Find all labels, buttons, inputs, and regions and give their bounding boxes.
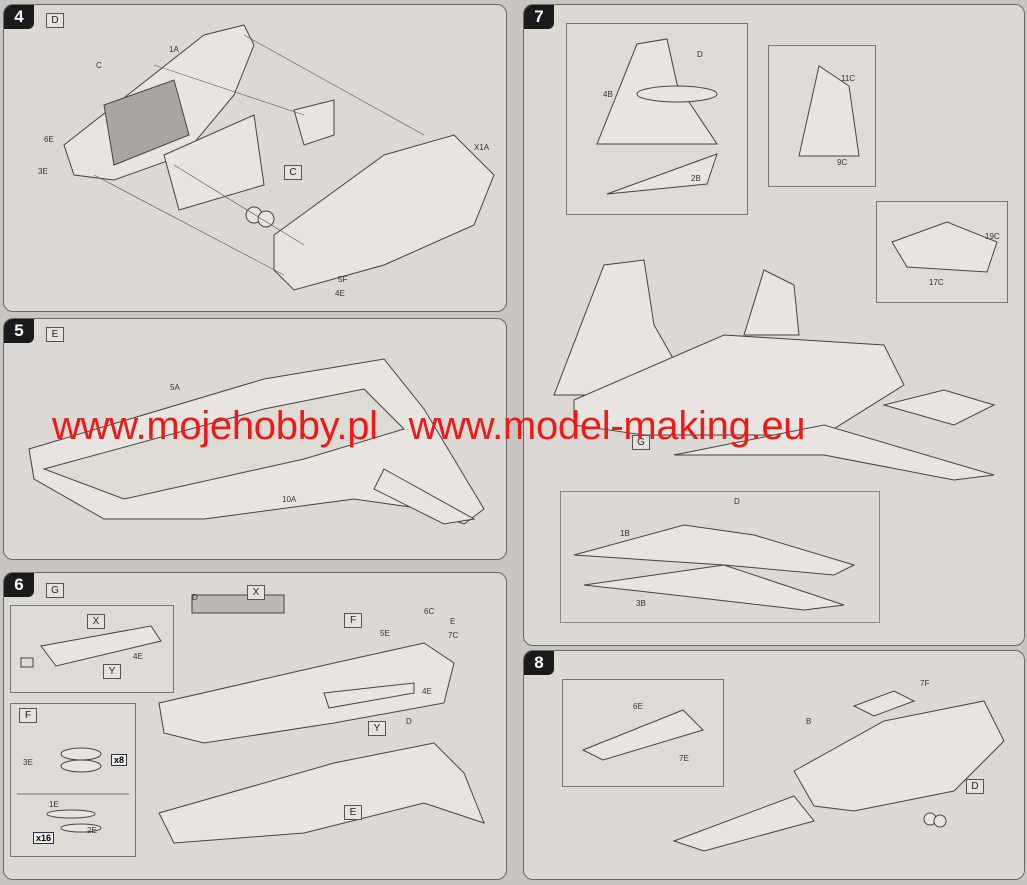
label-d-step8: D [966, 779, 984, 794]
label-7f: 7F [920, 679, 930, 688]
label-x-main: X [247, 585, 265, 600]
step-8-number: 8 [524, 651, 554, 675]
label-3b: 3B [636, 599, 646, 608]
inset-label-f: F [19, 708, 37, 723]
step-7-drawing [553, 259, 996, 611]
watermark-left: www.mojehobby.pl [52, 404, 378, 448]
label-b: B [806, 717, 812, 726]
label-e-marker: E [450, 617, 456, 626]
inset-left-wing: D 4B 2B [566, 23, 748, 215]
label-3e: 3E [38, 167, 48, 176]
label-4e-door: 4E [422, 687, 432, 696]
label-4b: 4B [603, 90, 613, 99]
step-7-panel: 7 D 4B 2B 11C 9C 19C 17C G D 1B 3B [523, 4, 1025, 646]
step-6-number: 6 [4, 573, 34, 597]
step-6-subassembly: G [46, 583, 64, 598]
label-4e: 4E [335, 289, 345, 298]
inset-weapons: F 3E x8 1E 2E x16 [10, 703, 136, 857]
label-6e-nose: 6E [633, 702, 643, 711]
inset-label-3e: 3E [23, 758, 33, 767]
label-c: C [96, 61, 102, 70]
inset-label-2e: 2E [87, 826, 97, 835]
inset-nose-cone: 6E 7E [562, 679, 724, 787]
label-7e-nose: 7E [679, 754, 689, 763]
label-5e: 5E [380, 629, 390, 638]
label-x1a: X1A [474, 143, 490, 152]
label-19c: 19C [985, 232, 1000, 241]
step-7-number: 7 [524, 5, 554, 29]
step-6-drawing [158, 594, 485, 844]
step-8-drawing [672, 690, 1005, 852]
step-4-subassembly: D [46, 13, 64, 28]
inset-bay-doors: X Y 4E [10, 605, 174, 693]
inset-fin: 11C 9C [768, 45, 876, 187]
step-5-number: 5 [4, 319, 34, 343]
inset-label-y: Y [103, 664, 121, 679]
step-8-panel: 8 6E 7E 7F B D [523, 650, 1025, 880]
label-6c: 6C [424, 607, 435, 616]
inset-label-4e: 4E [133, 652, 143, 661]
label-d-wing: D [697, 50, 703, 59]
inset-tailplane: 19C 17C [876, 201, 1008, 303]
step-5-subassembly: E [46, 327, 64, 342]
label-f-main: F [344, 613, 362, 628]
label-17c: 17C [929, 278, 944, 287]
step-6-panel: 6 G X Y 4E F 3E x8 1E 2E x16 X F 5E 6C E… [3, 572, 507, 880]
label-d: D [192, 593, 198, 602]
callout-c: C [284, 165, 302, 180]
qty-x16: x16 [33, 832, 55, 844]
label-y-main: Y [368, 721, 386, 736]
step-4-drawing [63, 24, 495, 291]
label-d-door: D [406, 717, 412, 726]
watermark: www.mojehobby.pl www.model-making.eu [52, 404, 1012, 449]
label-e-main: E [344, 805, 362, 820]
label-10a: 10A [282, 495, 297, 504]
label-6e: 6E [44, 135, 54, 144]
step-4-number: 4 [4, 5, 34, 29]
inset-lower-wing [560, 491, 880, 623]
label-g: G [632, 435, 650, 450]
label-2b: 2B [691, 174, 701, 183]
inset-label-1e: 1E [49, 800, 59, 809]
step-4-panel: 4 D 1A C 6E 3E C X1A 5F 4E [3, 4, 507, 312]
watermark-right: www.model-making.eu [408, 404, 806, 448]
label-5a: 5A [170, 383, 180, 392]
label-1b: 1B [620, 529, 630, 538]
label-d-lower: D [734, 497, 740, 506]
label-9c: 9C [837, 158, 848, 167]
qty-x8: x8 [111, 754, 128, 766]
inset-label-x: X [87, 614, 105, 629]
label-5f: 5F [338, 275, 348, 284]
step-5-drawing [28, 358, 485, 525]
label-11c: 11C [841, 74, 856, 83]
label-7c: 7C [448, 631, 459, 640]
step-5-panel: 5 E 5A 10A [3, 318, 507, 560]
label-1a: 1A [169, 45, 179, 54]
